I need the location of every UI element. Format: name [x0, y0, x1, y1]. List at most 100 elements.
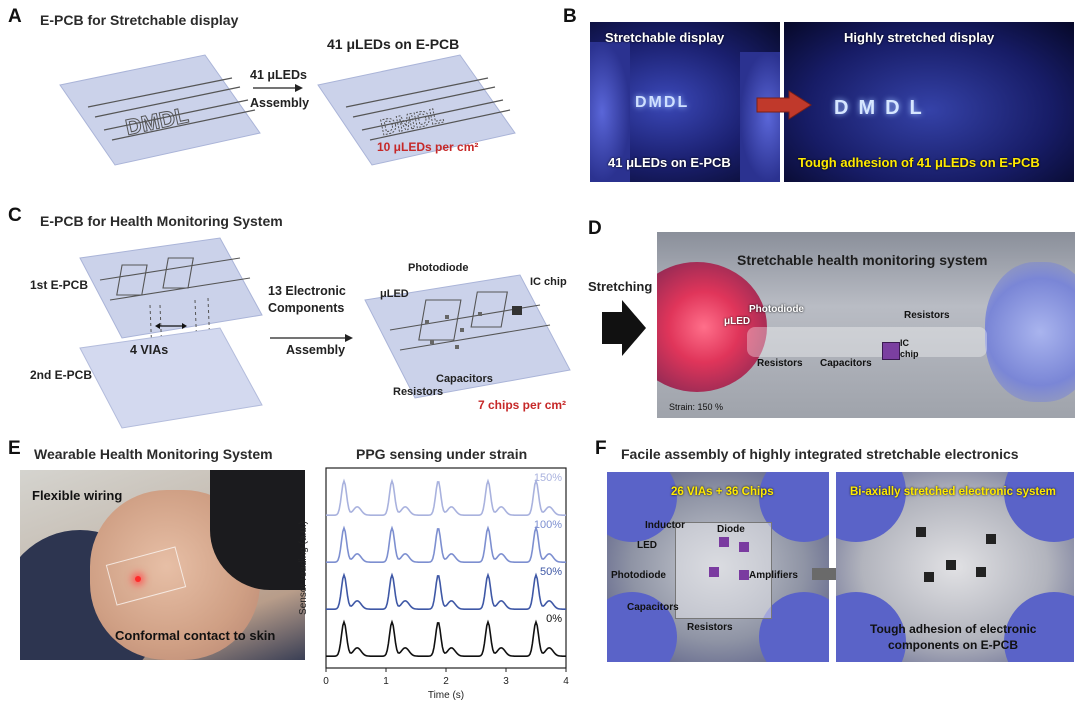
second-epcb-sheet — [79, 327, 263, 429]
photo-highly-stretched-display: Highly stretched display DMDL Tough adhe… — [784, 22, 1074, 182]
panel-c-arrow-top1: 13 Electronic — [268, 284, 346, 298]
glove-left — [590, 42, 630, 182]
chart-title: PPG sensing under strain — [356, 446, 528, 462]
series-label-100pct: 100% — [534, 519, 562, 531]
photo-wearable-neck: Flexible wiring Conformal contact to ski… — [20, 470, 305, 660]
x-ticks: 0 1 2 3 4 — [323, 668, 569, 687]
panel-a-right-title: 41 μLEDs on E-PCB — [327, 36, 460, 52]
glove-tl-f2 — [836, 472, 906, 542]
panel-letter-a: A — [8, 6, 22, 27]
x-tick-label: 3 — [503, 676, 509, 687]
face-mask — [210, 470, 305, 590]
photo-integrated-electronics: 26 VIAs + 36 Chips Inductor Diode LED Ph… — [607, 472, 829, 662]
epcb-wiring-left — [87, 77, 256, 141]
red-led-glow — [135, 576, 141, 582]
series-lines — [326, 478, 566, 657]
panel-c-density: 7 chips per cm² — [478, 398, 567, 412]
resistors-label-f: Resistors — [687, 622, 733, 633]
red-arrow-b — [756, 90, 812, 120]
uled-label-d: μLED — [724, 316, 751, 327]
diode-label: Diode — [717, 524, 745, 535]
inductor-label: Inductor — [645, 520, 685, 531]
panel-f-title: Facile assembly of highly integrated str… — [621, 446, 1019, 462]
series-line-100pct — [326, 525, 566, 563]
stretching-label: Stretching — [588, 279, 653, 294]
capacitors-label-c: Capacitors — [436, 373, 493, 385]
chip-f2-1 — [916, 527, 926, 537]
panel-b-left-title: Stretchable display — [605, 30, 725, 45]
ic-chip-component — [512, 306, 522, 315]
panel-a-arrow-top: 41 μLEDs — [250, 68, 307, 82]
panel-letter-f: F — [595, 438, 607, 459]
resistors-label-c: Resistors — [393, 386, 444, 398]
panel-b-left-bottom: 41 μLEDs on E-PCB — [608, 155, 731, 170]
x-tick-label: 1 — [383, 676, 389, 687]
tough-adhesion-line1: Tough adhesion of electronic — [870, 622, 1037, 636]
panel-c-diagram — [79, 237, 571, 429]
panel-a-diagram: DMDL DMDL — [59, 54, 516, 166]
photodiode-label-f: Photodiode — [611, 570, 666, 581]
chip-4 — [739, 570, 749, 580]
flexible-wiring-label: Flexible wiring — [32, 488, 123, 503]
panel-a-density: 10 μLEDs per cm² — [377, 140, 479, 154]
glove-left-red-glow — [657, 262, 767, 392]
glove-tr-f2 — [1004, 472, 1074, 542]
vias-chips-label: 26 VIAs + 36 Chips — [671, 486, 774, 498]
chip-f2-5 — [924, 572, 934, 582]
photo-stretchable-health-system: Stretchable health monitoring system Pho… — [657, 232, 1075, 418]
stretched-led-display: DMDL — [834, 97, 932, 119]
resistors-left-label-d: Resistors — [757, 358, 803, 369]
panel-a-title: E-PCB for Stretchable display — [40, 12, 239, 28]
ic-chip-label-c: IC chip — [530, 276, 567, 288]
glove-tl — [607, 472, 677, 542]
series-label-150pct: 150% — [534, 472, 562, 484]
conformal-contact-label: Conformal contact to skin — [115, 628, 276, 643]
ic-chip-label-d: IC chip — [900, 338, 919, 359]
tough-adhesion-line2: components on E-PCB — [888, 638, 1019, 652]
x-tick-label: 4 — [563, 676, 569, 687]
stretching-arrow — [602, 300, 646, 356]
panel-c-title: E-PCB for Health Monitoring System — [40, 213, 283, 229]
plot-frame — [325, 467, 567, 669]
series-line-50pct — [326, 572, 566, 610]
glove-right — [985, 262, 1075, 402]
photodiode-label-d: Photodiode — [749, 304, 804, 315]
via-lines — [149, 297, 211, 356]
chip-f2-3 — [946, 560, 956, 570]
vias-label: 4 VIAs — [130, 343, 169, 357]
photo-biaxially-stretched: Bi-axially stretched electronic system T… — [836, 472, 1074, 662]
x-axis-label: Time (s) — [428, 690, 464, 700]
panel-letter-c: C — [8, 205, 22, 226]
x-tick-label: 0 — [323, 676, 329, 687]
dmdl-led-display: DMDL — [635, 94, 690, 111]
capacitors-label-d: Capacitors — [820, 358, 872, 369]
panel-a-arrow-bottom: Assembly — [250, 96, 310, 110]
x-tick-label: 2 — [443, 676, 449, 687]
series-labels: 150%100%50%0% — [534, 472, 562, 625]
chip-3 — [709, 567, 719, 577]
led-label: LED — [637, 540, 657, 551]
ic-chip-photo — [882, 342, 900, 360]
assembled-wiring — [389, 291, 551, 351]
capacitors-label-f: Capacitors — [627, 602, 679, 613]
chip-f2-4 — [976, 567, 986, 577]
passive-components — [425, 312, 482, 349]
assembled-epcb-sheet — [364, 274, 571, 399]
chip-f2-2 — [986, 534, 996, 544]
series-line-0pct — [326, 619, 566, 657]
amplifiers-label: Amplifiers — [749, 570, 798, 581]
photo-stretchable-display: Stretchable display DMDL 41 μLEDs on E-P… — [590, 22, 780, 182]
strain-label: Strain: 150 % — [669, 402, 724, 412]
biaxial-label: Bi-axially stretched electronic system — [850, 486, 1056, 498]
panel-b-right-title: Highly stretched display — [844, 30, 995, 45]
first-epcb-wiring — [99, 257, 251, 301]
glove-right — [740, 52, 780, 182]
photodiode-label-c: Photodiode — [408, 262, 469, 274]
panel-e-title: Wearable Health Monitoring System — [34, 446, 273, 462]
uled-label-c: μLED — [380, 288, 409, 300]
panel-letter-e: E — [8, 438, 21, 459]
panel-d-title: Stretchable health monitoring system — [737, 252, 988, 268]
panel-letter-b: B — [563, 6, 577, 27]
chip-1 — [719, 537, 729, 547]
